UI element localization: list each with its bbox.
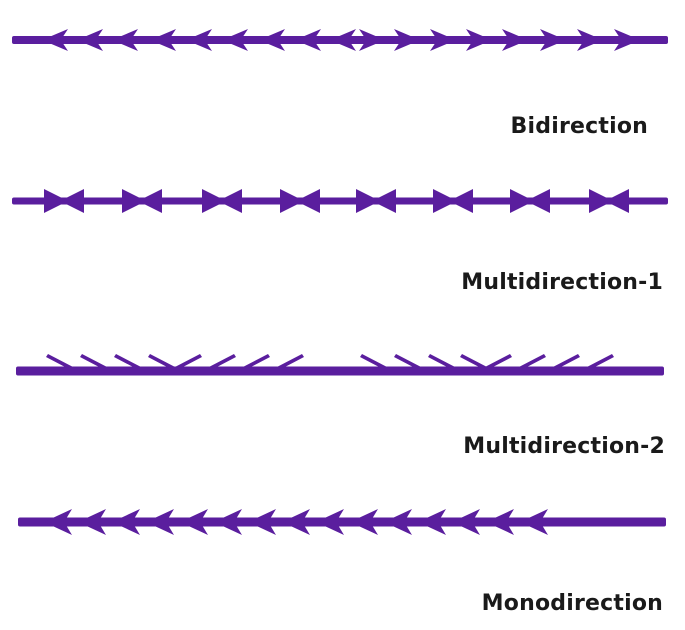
barb-left [452,509,480,535]
barb-pair [280,189,320,213]
barb-right [394,29,420,51]
barb-left [520,509,548,535]
barb-left [78,509,106,535]
barb-left [77,29,103,51]
barb-pair [433,189,473,213]
suture-multidirection-2 [16,354,664,376]
label-multidirection-1: Multidirection-1 [461,270,663,295]
barb-right [614,29,640,51]
barb-bowtie [202,189,242,213]
barb-pair [44,189,84,213]
barb-left [42,29,68,51]
barb-right [502,29,528,51]
barb-bowtie [510,189,550,213]
barb-left [44,509,72,535]
barb-right [359,29,385,51]
barb-left [112,29,138,51]
barb-left [146,509,174,535]
barb-right-lean [460,354,489,368]
barb-left-lean [483,354,512,368]
barb-left [186,29,212,51]
barb-left [316,509,344,535]
barb-right-lean [428,354,457,368]
barb-right-lean [394,354,423,368]
barb-left [214,509,242,535]
barb-left [180,509,208,535]
label-multidirection-2: Multidirection-2 [463,434,665,459]
barb-bowtie [589,189,629,213]
barb-bowtie [356,189,396,213]
label-bidirection: Bidirection [510,114,648,139]
barb-right-lean [360,354,389,368]
label-monodirection: Monodirection [481,591,663,616]
suture-monodirection [18,509,666,535]
barb-pair [589,189,629,213]
barb-bowtie [280,189,320,213]
suture-multidirection-1 [12,189,668,213]
barb-left-lean [551,354,580,368]
barb-left [282,509,310,535]
barb-left-lean [585,354,614,368]
barb-pair [356,189,396,213]
barb-right [430,29,456,51]
barb-pair [202,189,242,213]
barb-left [150,29,176,51]
barb-pair [510,189,550,213]
barb-bowtie [44,189,84,213]
barb-left [248,509,276,535]
barb-left [418,509,446,535]
suture-bidirection [12,29,668,51]
barb-left [384,509,412,535]
barb-left [222,29,248,51]
barb-right-lean [46,354,75,368]
barb-right [540,29,566,51]
barb-bowtie [433,189,473,213]
barb-left [259,29,285,51]
barb-left-lean [517,354,546,368]
barb-right [466,29,492,51]
barb-right-lean [114,354,143,368]
barb-right [577,29,603,51]
barb-left [330,29,356,51]
barb-pair [122,189,162,213]
barb-left-lean [207,354,236,368]
barb-left-lean [241,354,270,368]
barb-left [350,509,378,535]
barb-right-lean [80,354,109,368]
suture-thread [12,197,668,205]
barb-left-lean [173,354,202,368]
barb-left [295,29,321,51]
suture-thread [16,366,664,376]
barb-left [112,509,140,535]
barb-left [486,509,514,535]
barb-bowtie [122,189,162,213]
barb-right-lean [148,354,177,368]
barb-left-lean [275,354,304,368]
